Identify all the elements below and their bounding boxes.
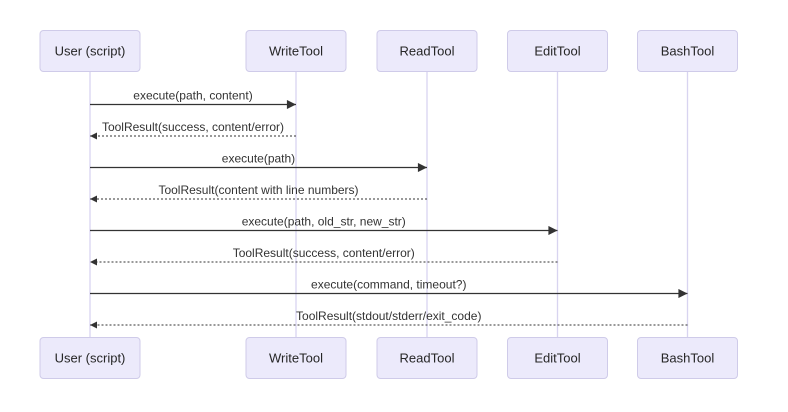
actors-bottom-layer: User (script) WriteTool ReadTool EditTool Ba… (39, 337, 738, 379)
lifelines-layer (89, 71, 689, 338)
actor-box-bottom-user[interactable] (39, 337, 141, 379)
actor-label-bottom-user: User (script) (55, 351, 126, 366)
actor-label-top-edittool: EditTool (534, 44, 580, 59)
actor-box-bottom-writetool[interactable] (245, 337, 347, 379)
actor-label-top-writetool: WriteTool (269, 44, 323, 59)
message-label-7: execute(command, timeout?) (311, 278, 466, 292)
actor-box-top-readtool[interactable] (376, 30, 478, 72)
actor-label-bottom-edittool: EditTool (534, 351, 580, 366)
actor-box-top-edittool[interactable] (507, 30, 608, 72)
message-label-5: execute(path, old_str, new_str) (242, 215, 406, 229)
actors-top-layer: User (script) WriteTool ReadTool EditTool Ba… (39, 30, 738, 72)
actor-box-top-bashtool[interactable] (637, 30, 738, 72)
messages-layer: execute(path, content) ToolResult(success… (90, 89, 688, 329)
actor-label-top-bashtool: BashTool (661, 44, 715, 59)
actor-label-top-user: User (script) (55, 44, 126, 59)
message-label-6: ToolResult(success, content/error) (233, 246, 415, 260)
actor-label-bottom-writetool: WriteTool (269, 351, 323, 366)
message-label-2: ToolResult(success, content/error) (102, 120, 284, 134)
actor-box-top-user[interactable] (39, 30, 141, 72)
actor-box-top-writetool[interactable] (245, 30, 347, 72)
actor-label-bottom-bashtool: BashTool (661, 351, 715, 366)
message-label-4: ToolResult(content with line numbers) (158, 183, 358, 197)
message-label-8: ToolResult(stdout/stderr/exit_code) (296, 309, 481, 323)
message-label-3: execute(path) (222, 152, 295, 166)
actor-box-bottom-readtool[interactable] (376, 337, 478, 379)
actor-box-bottom-edittool[interactable] (507, 337, 608, 379)
actor-box-bottom-bashtool[interactable] (637, 337, 738, 379)
actor-label-top-readtool: ReadTool (400, 44, 455, 59)
actor-label-bottom-readtool: ReadTool (400, 351, 455, 366)
message-label-1: execute(path, content) (133, 89, 252, 103)
